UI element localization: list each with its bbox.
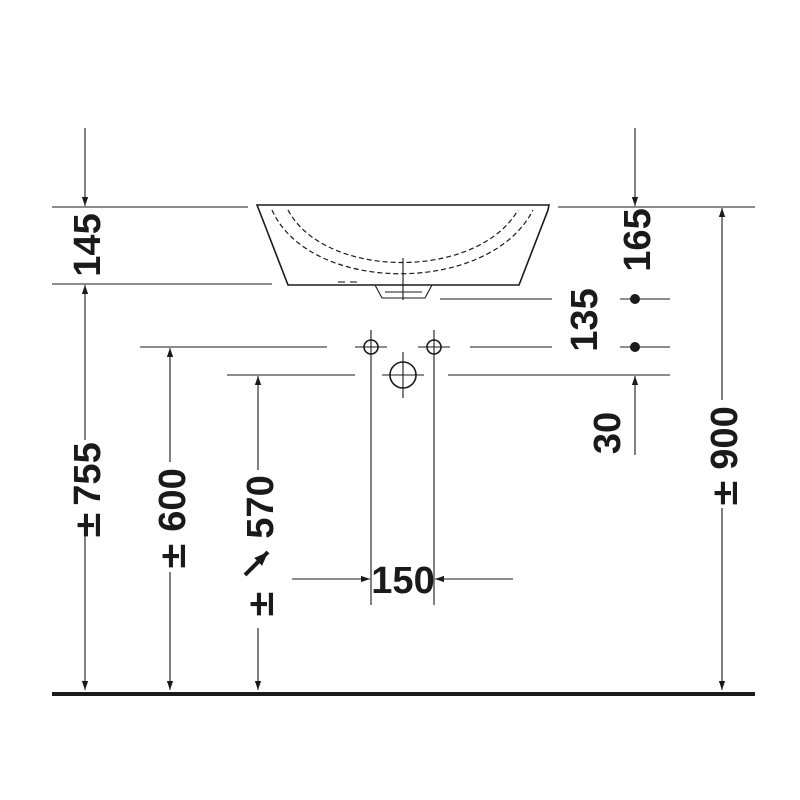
label-165: 165 [617,208,659,271]
dot-lower [630,342,640,352]
supply-valve-left [355,330,387,362]
tolerance-600: ± [153,541,194,571]
supply-valve-right [418,330,450,362]
label-135: 135 [564,288,606,351]
label-900: 900 [704,406,746,469]
tolerance-755: ± [68,510,109,540]
floor-line [52,692,755,696]
dot-upper [630,294,640,304]
label-150: 150 [371,560,434,602]
label-570: 570 [240,475,282,538]
label-755: 755 [67,442,109,505]
basin-outline [255,204,550,300]
label-30: 30 [587,412,629,454]
tolerance-570: ± [241,589,282,619]
label-600: 600 [152,468,194,531]
diagonal-arrow-icon [243,550,270,577]
waste-outlet [382,352,424,398]
tolerance-900: ± [705,478,746,508]
extension-lines [52,206,755,376]
label-145: 145 [67,213,109,276]
